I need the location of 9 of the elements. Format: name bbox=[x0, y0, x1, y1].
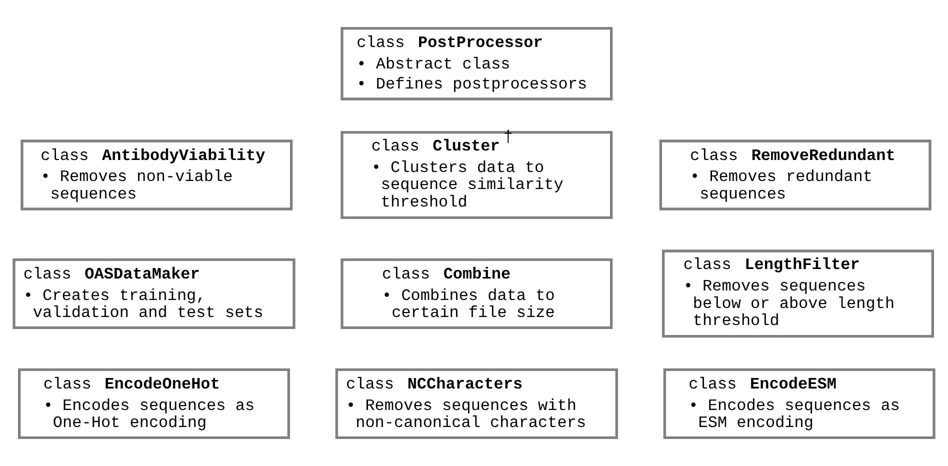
node-box: class LengthFilter • Removes sequences below or above length threshold bbox=[662, 250, 934, 338]
node-box: class PostProcessor • Abstract class • Defines postprocessors bbox=[340, 27, 613, 100]
node-box: class Combine • Combines data to certain file size bbox=[340, 258, 613, 329]
node-box: class RemoveRedundant • Removes redundant sequences bbox=[659, 140, 932, 210]
node-box: class NCCharacters • Removes sequences with non-canonical characters bbox=[335, 368, 618, 439]
node-box: class EncodeOneHot • Encodes sequences as One-Hot encoding bbox=[18, 368, 290, 439]
node-box: class OASDataMaker • Creates training, validation and test sets bbox=[12, 258, 296, 329]
node-box: class AntibodyViability • Removes non-viable sequences bbox=[20, 140, 293, 210]
node-box: class EncodeESM • Encodes sequences as ESM encoding bbox=[663, 368, 936, 439]
